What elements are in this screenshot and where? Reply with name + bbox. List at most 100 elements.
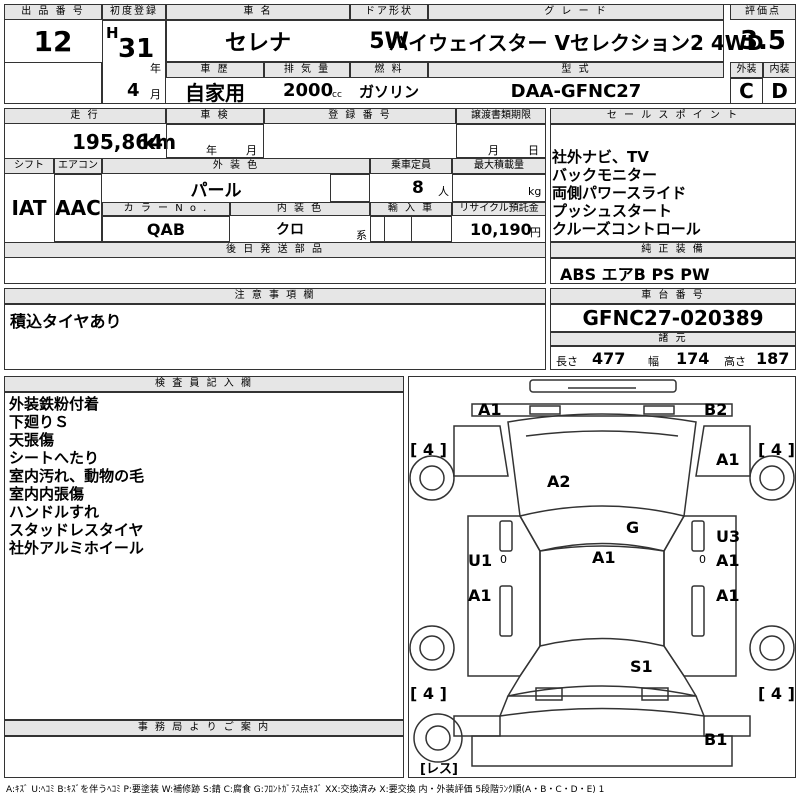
tire-rr-label: [ 4 ] xyxy=(758,684,795,703)
sales-point-item: 両側パワースライド xyxy=(552,184,687,202)
sales-point-item: 社外ナビ、TV xyxy=(552,148,649,166)
later-parts-header: 後 日 発 送 部 品 xyxy=(4,242,546,258)
capacity-header: 乗車定員 xyxy=(370,158,452,174)
specs-box xyxy=(550,346,796,370)
inspector-note: 外装鉄粉付着 xyxy=(9,395,100,413)
genuine-equipment-header: 純 正 装 備 xyxy=(550,242,796,258)
height: 187 xyxy=(756,349,790,368)
zero-left: 0 xyxy=(500,553,507,566)
aircon-cell xyxy=(54,174,102,242)
notes-header: 注 意 事 項 欄 xyxy=(4,288,546,304)
recycle-unit: 円 xyxy=(530,226,541,239)
transfer-day-unit: 日 xyxy=(528,144,539,157)
spare-tire-label: [レス] xyxy=(420,762,458,777)
color-no-header: カ ラ ー N o . xyxy=(102,202,230,216)
displacement-unit: cc xyxy=(332,90,342,100)
tire-fr-label: [ 4 ] xyxy=(758,440,795,459)
recycle: 10,190 xyxy=(470,220,532,239)
mileage-unit: km xyxy=(142,130,177,154)
grade: ハイウェイスター Vセレクション2 4WD xyxy=(388,30,764,55)
inspector-note: 社外アルミホイール xyxy=(9,539,144,557)
inspector-note: 室内汚れ、動物の毛 xyxy=(9,467,145,485)
office-box xyxy=(4,736,404,778)
specs-header: 諸 元 xyxy=(550,332,796,346)
car-diagram-frame xyxy=(408,376,796,778)
first-reg-cell xyxy=(102,20,166,104)
history: 自家用 xyxy=(185,80,245,105)
max-load-header: 最大積載量 xyxy=(452,158,546,174)
aircon-header: エアコン xyxy=(54,158,102,174)
damage-a1-right-rear: A1 xyxy=(716,586,740,605)
car-diagram xyxy=(409,379,795,767)
inspection-header: 車 検 xyxy=(166,108,264,124)
exterior-header: 外装 xyxy=(730,62,763,78)
length: 477 xyxy=(592,349,626,368)
tire-rl-label: [ 4 ] xyxy=(410,684,447,703)
lot-no-lower xyxy=(4,62,102,104)
shift: IAT xyxy=(11,196,47,220)
damage-g-windshield: G xyxy=(626,518,640,537)
inspection-cell xyxy=(166,124,264,158)
tire-fl-label: [ 4 ] xyxy=(410,440,447,459)
inspector-note: 下廻りＳ xyxy=(9,413,70,431)
fuel: ガソリン xyxy=(358,82,419,101)
door-header: ドア形状 xyxy=(350,4,428,20)
int-color-unit: 系 xyxy=(356,229,367,242)
damage-a1-roof: A1 xyxy=(592,548,616,567)
damage-u3-right: U3 xyxy=(716,527,741,546)
damage-b1-rear: B1 xyxy=(704,730,728,749)
ext-color-header: 外 装 色 xyxy=(102,158,370,174)
era: H xyxy=(106,24,119,42)
sales-point-item: バックモニター xyxy=(552,166,658,184)
damage-a1-right-front: A1 xyxy=(716,450,740,469)
first-reg-header: 初度登録 xyxy=(102,4,166,20)
chassis-no: GFNC27-020389 xyxy=(582,306,764,330)
recycle-header: リサイクル預託金 xyxy=(452,202,546,216)
import-header: 輸 入 車 xyxy=(370,202,452,216)
genuine-equipment-box xyxy=(550,258,796,284)
capacity-unit: 人 xyxy=(438,185,449,198)
office-header: 事 務 局 よ り ご 案 内 xyxy=(4,720,404,736)
inspector-box xyxy=(4,392,404,720)
sales-point-box xyxy=(550,124,796,242)
displacement-header: 排 気 量 xyxy=(264,62,350,78)
reg-year-unit: 年 xyxy=(150,62,161,75)
reg-month: 4 xyxy=(127,80,140,101)
mileage-header: 走 行 xyxy=(4,108,166,124)
model-code-header: 型 式 xyxy=(428,62,724,78)
sales-point-list: 社外ナビ、TV バックモニター 両側パワースライド プッシュスタート クルーズコ… xyxy=(552,148,701,238)
chassis-no-header: 車 台 番 号 xyxy=(550,288,796,304)
inspector-note: スタッドレスタイヤ xyxy=(9,521,144,539)
max-load-cell xyxy=(452,174,546,202)
ext-int-divider xyxy=(730,78,763,104)
length-label: 長さ xyxy=(556,355,578,368)
damage-a1-front-left: A1 xyxy=(478,400,502,419)
door: 5W xyxy=(369,28,409,54)
notes-box xyxy=(4,304,546,370)
inspector-note: シートへたり xyxy=(9,449,100,467)
fuel-header: 燃 料 xyxy=(350,62,428,78)
inspection-month-unit: 月 xyxy=(246,144,257,157)
inspector-header: 検 査 員 記 入 欄 xyxy=(4,376,404,392)
sales-point-header: セ ー ル ス ポ イ ン ト xyxy=(550,108,796,124)
transfer-cell xyxy=(456,124,546,158)
damage-b2-front-right: B2 xyxy=(704,400,728,419)
plate-header: 登 録 番 号 xyxy=(264,108,456,124)
width-label: 幅 xyxy=(648,355,659,368)
aircon: AAC xyxy=(55,196,101,220)
damage-a1-right-mid: A1 xyxy=(716,551,740,570)
displacement: 2000 xyxy=(283,80,334,101)
genuine-equipment: ABS エアB PS PW xyxy=(560,265,710,284)
interior-header: 内装 xyxy=(763,62,796,78)
reg-year: 31 xyxy=(118,34,155,64)
height-label: 高さ xyxy=(724,355,746,368)
int-color: クロ xyxy=(276,222,304,238)
shift-header: シフト xyxy=(4,158,54,174)
notes-text: 積込タイヤあり xyxy=(10,312,122,331)
sales-point-item: クルーズコントロール xyxy=(552,220,701,238)
max-load-unit: kg xyxy=(528,185,542,198)
int-color-header: 内 装 色 xyxy=(230,202,370,216)
chassis-no-box xyxy=(550,304,796,332)
color-no-cell xyxy=(102,216,230,242)
score: 3.5 xyxy=(739,26,787,56)
